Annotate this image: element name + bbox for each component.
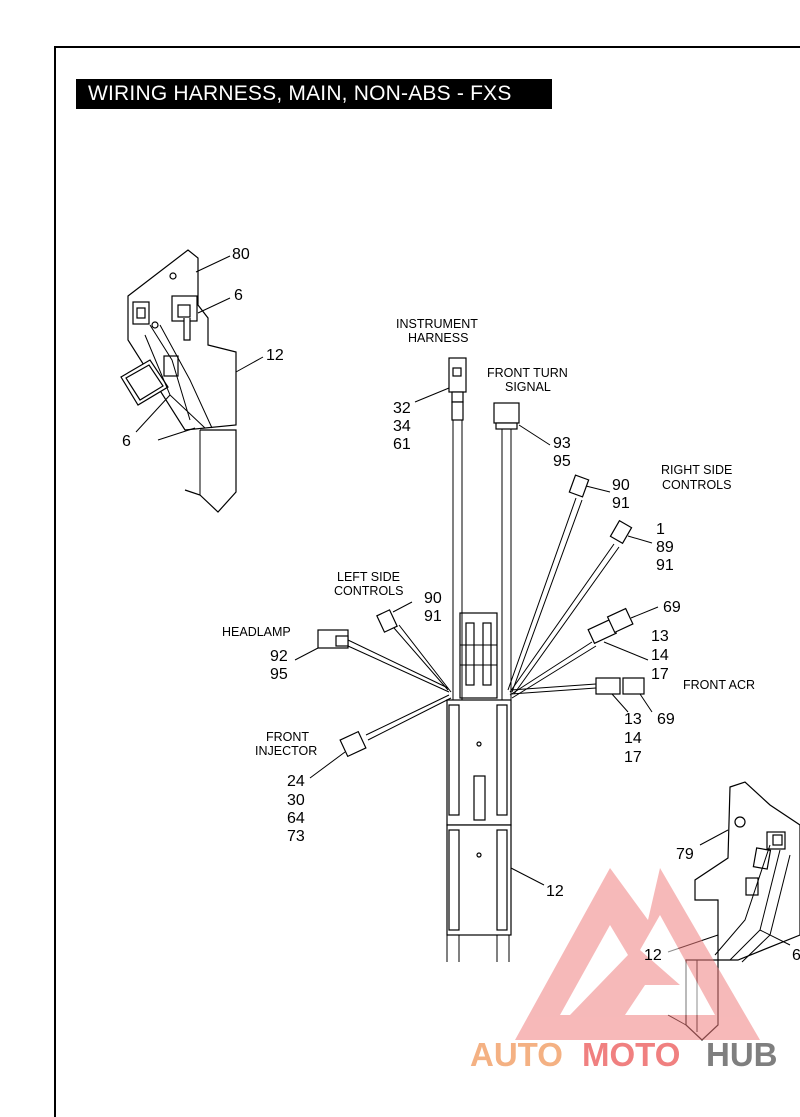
label-instrument-line2: HARNESS — [408, 331, 468, 345]
callout-32: 32 — [393, 400, 411, 417]
callout-34: 34 — [393, 418, 411, 435]
inset-upper-left — [120, 249, 264, 513]
callout-12-upper: 12 — [266, 347, 284, 364]
watermark-text: AUTO MOTO HUB — [470, 1036, 778, 1073]
label-right-side-line1: RIGHT SIDE — [661, 463, 732, 477]
callout-30: 30 — [287, 792, 305, 809]
callout-64: 64 — [287, 810, 305, 827]
callout-labels: 80 6 12 6 INSTRUMENT HARNESS 32 34 61 FR… — [122, 246, 800, 964]
callout-12-main: 12 — [546, 883, 564, 900]
label-headlamp: HEADLAMP — [222, 625, 291, 639]
callout-69-lower: 69 — [657, 711, 675, 728]
label-front-turn-line2: SIGNAL — [505, 380, 551, 394]
page-frame-top — [54, 46, 800, 48]
callout-89: 89 — [656, 539, 674, 556]
left-side-branches — [294, 601, 452, 779]
callout-17-lower: 17 — [624, 749, 642, 766]
callout-73: 73 — [287, 828, 305, 845]
label-instrument-line1: INSTRUMENT — [396, 317, 478, 331]
instrument-harness-branch — [414, 357, 467, 700]
diagram-title: WIRING HARNESS, MAIN, NON-ABS - FXS — [76, 79, 552, 109]
front-turn-signal-branch — [493, 402, 551, 700]
callout-91-left: 91 — [424, 608, 442, 625]
callout-12-inset: 12 — [644, 947, 662, 964]
callout-61: 61 — [393, 436, 411, 453]
callout-92: 92 — [270, 648, 288, 665]
callout-14-upper: 14 — [651, 647, 669, 664]
callout-91-right-lower: 91 — [656, 557, 674, 574]
watermark-auto: AUTO — [470, 1036, 563, 1073]
callout-17-upper: 17 — [651, 666, 669, 683]
callout-6-upper: 6 — [234, 287, 243, 304]
label-left-side-line2: CONTROLS — [334, 584, 403, 598]
label-front-injector-line2: INJECTOR — [255, 744, 317, 758]
callout-90-right: 90 — [612, 477, 630, 494]
label-right-side-line2: CONTROLS — [662, 478, 731, 492]
callout-91-right: 91 — [612, 495, 630, 512]
callout-13-upper: 13 — [651, 628, 669, 645]
callout-95-headlamp: 95 — [270, 666, 288, 683]
callout-24: 24 — [287, 773, 305, 790]
watermark-triangle-inner — [560, 925, 628, 1015]
callout-95-turn: 95 — [553, 453, 571, 470]
callout-1: 1 — [656, 521, 665, 538]
callout-79: 79 — [676, 846, 694, 863]
label-front-turn-line1: FRONT TURN — [487, 366, 568, 380]
main-harness-trunk — [446, 612, 545, 962]
watermark-moto: MOTO — [582, 1036, 680, 1073]
label-front-acr: FRONT ACR — [683, 678, 755, 692]
page-frame-left — [54, 46, 56, 1117]
callout-90-left: 90 — [424, 590, 442, 607]
callout-14-lower: 14 — [624, 730, 642, 747]
watermark-hub: HUB — [706, 1036, 778, 1073]
callout-6-inset: 6 — [792, 947, 800, 964]
label-left-side-line1: LEFT SIDE — [337, 570, 400, 584]
callout-93: 93 — [553, 435, 571, 452]
callout-80: 80 — [232, 246, 250, 263]
callout-69-upper: 69 — [663, 599, 681, 616]
callout-13-lower: 13 — [624, 711, 642, 728]
label-front-injector-line1: FRONT — [266, 730, 309, 744]
watermark-logo — [515, 868, 760, 1040]
right-side-branches — [507, 474, 659, 713]
callout-6-lower: 6 — [122, 433, 131, 450]
